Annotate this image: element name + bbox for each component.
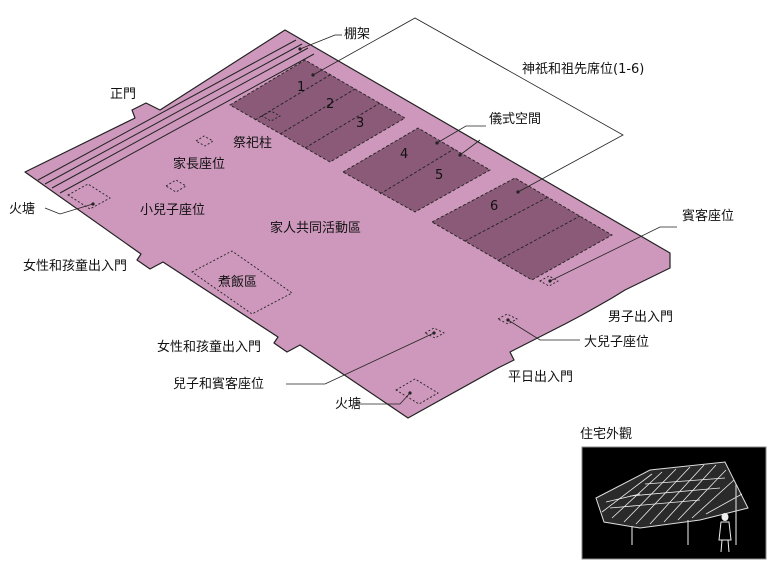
ritual-pillar-marker — [261, 110, 281, 122]
label-male-door: 男子出入門 — [608, 310, 673, 325]
label-main-door: 正門 — [110, 87, 136, 102]
label-son-guest-seat: 兒子和賓客座位 — [173, 376, 264, 392]
seat-number-3: 3 — [356, 116, 364, 131]
label-small-son-seat: 小兒子座位 — [140, 203, 205, 218]
label-daily-door: 平日出入門 — [508, 370, 573, 385]
seat-number-6: 6 — [490, 199, 498, 214]
label-elder-son-seat: 大兒子座位 — [584, 335, 649, 350]
leader-lines — [44, 17, 677, 405]
label-women-children-door-2: 女性和孩童出入門 — [157, 339, 261, 355]
hearth-bottom-marker — [395, 378, 439, 405]
label-hearth-left: 火塘 — [9, 201, 35, 217]
label-ritual-space: 儀式空間 — [489, 112, 541, 127]
seat-number-5: 5 — [435, 168, 443, 183]
label-ritual-pillar: 祭祀柱 — [233, 136, 272, 151]
seat-number-4: 4 — [400, 147, 408, 162]
label-hearth-bottom: 火塘 — [335, 396, 361, 412]
guest-seat-marker — [539, 275, 559, 287]
altar-block-a — [229, 59, 406, 163]
exterior-photo — [581, 446, 767, 560]
label-family-area: 家人共同活動區 — [270, 220, 361, 236]
altar-block-c — [431, 177, 613, 281]
label-cooking-area: 煮飯區 — [218, 275, 257, 290]
hearth-left-marker — [67, 183, 111, 210]
seat-number-1: 1 — [297, 80, 305, 95]
elder-son-seat-marker — [497, 313, 518, 325]
label-altar-seats: 神祇和祖先席位(1-6) — [522, 61, 644, 77]
label-guest-seat: 賓客座位 — [682, 208, 734, 224]
label-exterior-title: 住宅外觀 — [580, 427, 632, 442]
shelf-lines — [37, 39, 315, 194]
label-women-children-door-1: 女性和孩童出入門 — [23, 258, 127, 274]
son-guest-seat-marker — [424, 327, 445, 339]
label-head-seat: 家長座位 — [173, 156, 225, 172]
head-seat-marker — [195, 135, 214, 147]
seat-number-2: 2 — [326, 97, 334, 112]
thatched-house-icon — [595, 461, 749, 553]
label-shelf: 棚架 — [344, 27, 370, 42]
altar-block-b — [342, 127, 491, 213]
cooking-area-zone — [191, 250, 293, 315]
